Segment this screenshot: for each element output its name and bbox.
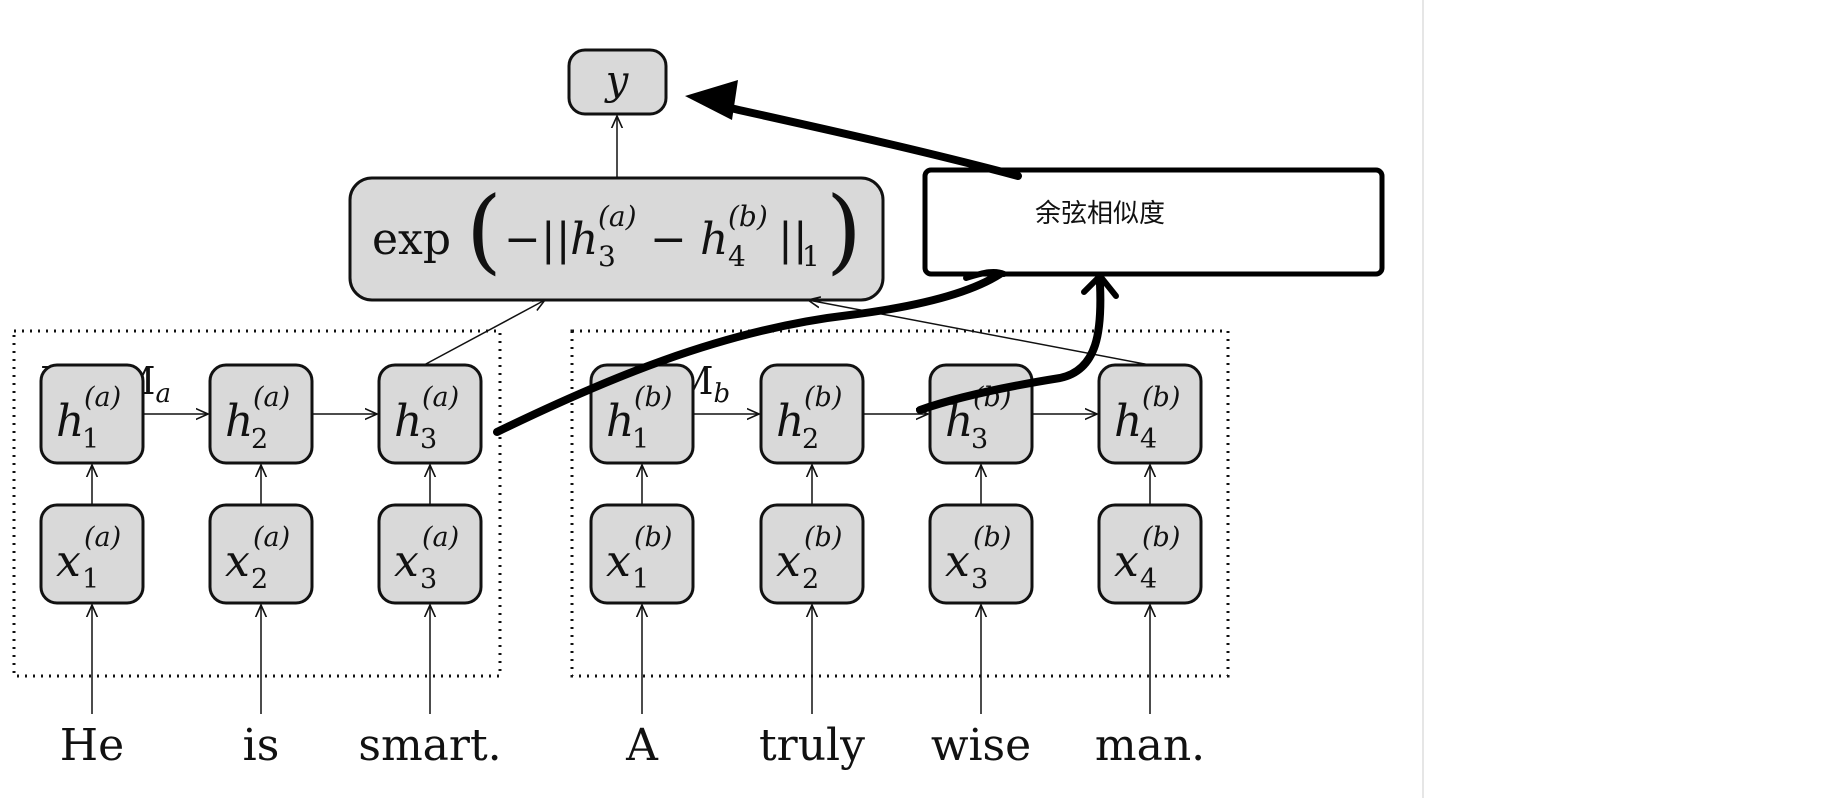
word-b2: truly — [759, 720, 865, 771]
input-node-a1-superscript: (a) — [84, 522, 121, 553]
hidden-node-a3-subscript: 3 — [420, 424, 437, 455]
exp-function: exp — [372, 214, 451, 265]
annotation-arrowhead-output — [685, 80, 738, 120]
hidden-node-a1-superscript: (a) — [84, 382, 121, 413]
formula-paren-open: ( — [466, 177, 502, 284]
input-node-a3-subscript: 3 — [420, 564, 437, 595]
hidden-node-b4-subscript: 4 — [1140, 424, 1157, 455]
hidden-node-a3-superscript: (a) — [422, 382, 459, 413]
hidden-node-a3 — [377, 363, 483, 465]
formula-diff: − — [650, 214, 687, 265]
word-b3: wise — [931, 720, 1031, 771]
hidden-node-b1-symbol: h — [606, 396, 634, 447]
input-node-b2-symbol: x — [776, 536, 801, 587]
formula-h-a-sup: (a) — [598, 200, 637, 233]
input-node-b1-symbol: x — [606, 536, 631, 587]
hidden-node-b2-superscript: (b) — [804, 382, 842, 413]
word-a2: is — [243, 720, 280, 771]
input-node-b1-subscript: 1 — [632, 564, 649, 595]
input-node-b1-superscript: (b) — [634, 522, 672, 553]
formula-norm: || — [778, 214, 808, 265]
hidden-node-b1-superscript: (b) — [634, 382, 672, 413]
hidden-node-a3-symbol: h — [394, 396, 422, 447]
input-node-b4-symbol: x — [1114, 536, 1139, 587]
input-node-a1-symbol: x — [56, 536, 81, 587]
formula-paren-close: ) — [826, 177, 862, 284]
formula-h-a-sub: 3 — [598, 240, 616, 273]
page-divider — [1422, 0, 1424, 798]
input-node-a2-subscript: 2 — [251, 564, 268, 595]
arrow-h3a-to-similarity — [423, 300, 545, 366]
input-node-a2-symbol: x — [225, 536, 250, 587]
output-node — [567, 48, 668, 116]
lstm-b-container — [570, 329, 1230, 678]
hidden-node-b2-symbol: h — [776, 396, 804, 447]
hidden-node-b3-subscript: 3 — [971, 424, 988, 455]
hidden-node-b1-subscript: 1 — [632, 424, 649, 455]
input-node-a3-symbol: x — [394, 536, 419, 587]
input-node-a1-subscript: 1 — [82, 564, 99, 595]
hidden-node-a1-symbol: h — [56, 396, 84, 447]
output-label: y — [604, 58, 630, 104]
hidden-node-b4-symbol: h — [1114, 396, 1142, 447]
lstm-a-container — [12, 329, 502, 678]
formula-minus: −|| — [504, 214, 571, 265]
annotation-box — [922, 167, 1385, 277]
formula-h-b-sub: 4 — [728, 240, 746, 273]
formula-norm-sub: 1 — [802, 240, 820, 273]
input-node-a3-superscript: (a) — [422, 522, 459, 553]
input-node-b3-superscript: (b) — [973, 522, 1011, 553]
similarity-formula: exp ( −|| h (a) 3 − h (b) 4 || 1 ) — [372, 177, 862, 284]
input-node-a2-superscript: (a) — [253, 522, 290, 553]
input-node-b4-subscript: 4 — [1140, 564, 1157, 595]
input-node-b2-subscript: 2 — [802, 564, 819, 595]
hidden-node-b2-subscript: 2 — [802, 424, 819, 455]
word-a1: He — [60, 720, 124, 771]
node-layer: h(a)1x(a)1Heh(a)2x(a)2ish(a)3x(a)3smart.… — [39, 363, 1205, 771]
annotation-stroke-to-output — [726, 104, 1022, 180]
hidden-node-a2-superscript: (a) — [253, 382, 290, 413]
hidden-node-a2-subscript: 2 — [251, 424, 268, 455]
word-a3: smart. — [358, 720, 501, 771]
hidden-node-b4-superscript: (b) — [1142, 382, 1180, 413]
hidden-node-a2-symbol: h — [225, 396, 253, 447]
annotation-label: 余弦相似度 — [1035, 199, 1165, 229]
input-node-b3-symbol: x — [945, 536, 970, 587]
input-node-b3-subscript: 3 — [971, 564, 988, 595]
annotation-hook-left — [963, 268, 1007, 281]
input-node-b2-superscript: (b) — [804, 522, 842, 553]
formula-h-b-sup: (b) — [728, 200, 768, 233]
formula-h-b: h — [700, 214, 728, 265]
hidden-node-a1-subscript: 1 — [82, 424, 99, 455]
annotation-hook-right — [1081, 273, 1119, 299]
annotation-stroke-from-h3b — [916, 280, 1105, 414]
formula-h-a: h — [570, 214, 598, 265]
annotation-stroke-from-h3a — [493, 270, 1004, 436]
word-b4: man. — [1095, 720, 1205, 771]
input-node-b4-superscript: (b) — [1142, 522, 1180, 553]
word-b1: A — [625, 720, 659, 771]
